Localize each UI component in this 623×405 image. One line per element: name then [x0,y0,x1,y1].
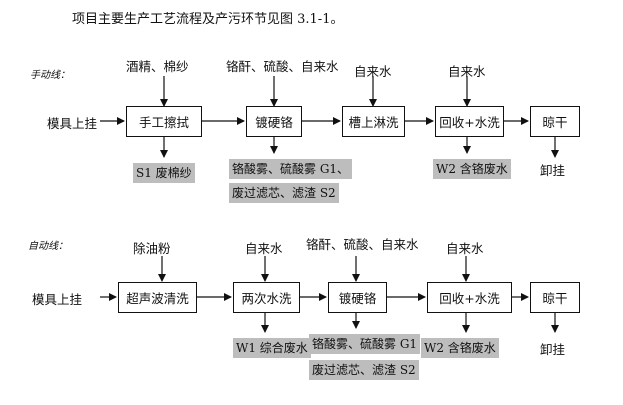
manual-step-chrome-plating: 镀硬铬 [246,106,302,137]
auto-output-w1: W1 综合废水 [233,338,311,358]
manual-line-label: 手动线： [30,70,70,81]
manual-end-text: 卸挂 [540,163,566,178]
auto-output-w2: W2 含铬废水 [421,338,499,358]
auto-start-text: 模具上挂 [32,292,83,307]
auto-input-3: 铬酐、硫酸、自来水 [306,237,419,252]
manual-step-tank-rinse: 槽上淋洗 [342,106,405,137]
manual-output-g1: 铬酸雾、硫酸雾 G1、 [229,159,353,179]
auto-input-4: 自来水 [446,241,484,256]
auto-output-s2: 废过滤芯、滤渣 S2 [309,360,419,380]
manual-output-s1: S1 废棉纱 [133,163,195,183]
auto-input-2: 自来水 [245,241,283,256]
manual-input-3: 自来水 [354,64,392,79]
manual-step-dry: 晾干 [530,106,580,137]
auto-step-ultrasonic-clean: 超声波清洗 [118,282,197,313]
auto-end-text: 卸挂 [540,342,566,357]
manual-input-1: 酒精、棉纱 [126,59,189,74]
auto-step-double-rinse: 两次水洗 [233,282,300,313]
figure-caption: 项目主要生产工艺流程及产污环节见图 3.1-1。 [72,12,344,27]
manual-output-s2: 废过滤芯、滤渣 S2 [229,183,339,203]
manual-input-2: 铬酐、硫酸、自来水 [226,59,339,74]
manual-input-4: 自来水 [448,64,486,79]
manual-step-recovery-wash: 回收+水洗 [435,106,504,137]
auto-input-1: 除油粉 [133,241,171,256]
auto-output-g1: 铬酸雾、硫酸雾 G1 [309,334,421,354]
manual-output-w2: W2 含铬废水 [433,159,511,179]
auto-line-label: 自动线： [28,241,68,252]
manual-step-hand-wipe: 手工擦拭 [126,106,202,137]
auto-step-recovery-wash: 回收+水洗 [427,282,512,313]
auto-step-chrome-plating: 镀硬铬 [328,282,387,313]
manual-start-text: 模具上挂 [47,116,98,131]
auto-step-dry: 晾干 [530,282,580,313]
